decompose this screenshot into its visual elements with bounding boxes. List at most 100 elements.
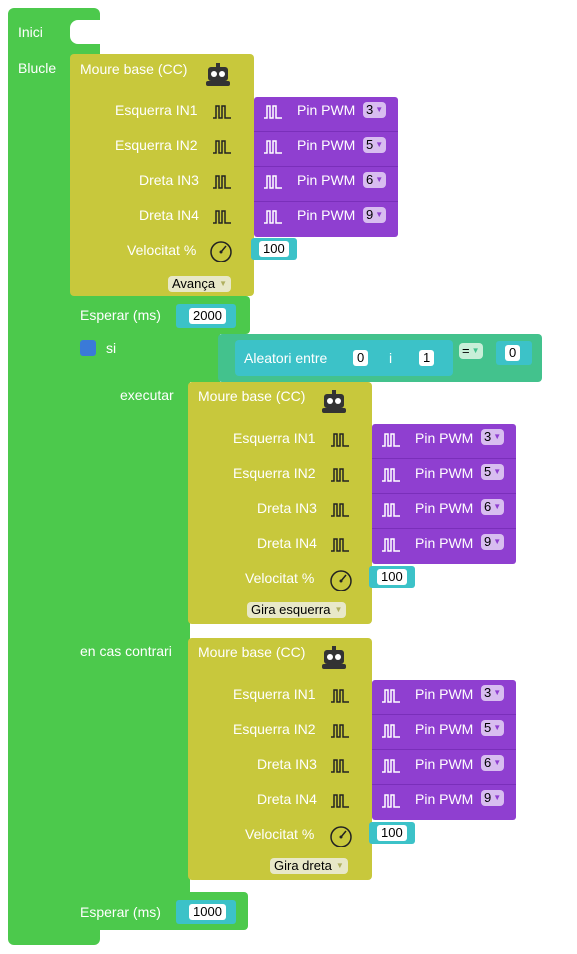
pin-dropdown[interactable]: 9▼ bbox=[481, 534, 505, 550]
input-label: Esquerra IN1 bbox=[233, 686, 316, 702]
pin-pwm-label: Pin PWM bbox=[415, 791, 474, 807]
pin-dropdown[interactable]: 5▼ bbox=[363, 137, 387, 153]
random-min[interactable]: 0 bbox=[353, 350, 369, 366]
pwm-signal-icon bbox=[331, 433, 349, 447]
input-label: Dreta IN3 bbox=[257, 756, 317, 772]
robot-icon bbox=[322, 390, 346, 413]
dropdown-arrow-icon: ▼ bbox=[375, 210, 384, 219]
input-label: Esquerra IN1 bbox=[115, 102, 198, 118]
pin-pwm-label: Pin PWM bbox=[415, 500, 474, 516]
random-label: Aleatori entre bbox=[244, 350, 328, 366]
speed-label: Velocitat % bbox=[245, 826, 315, 842]
pwm-signal-icon bbox=[382, 724, 400, 738]
move-base-block-3[interactable] bbox=[188, 638, 372, 880]
pwm-signal-icon bbox=[331, 759, 349, 773]
speed-value[interactable]: 100 bbox=[377, 569, 407, 585]
pin-dropdown[interactable]: 9▼ bbox=[363, 207, 387, 223]
pin-dropdown[interactable]: 6▼ bbox=[481, 499, 505, 515]
dropdown-arrow-icon: ▼ bbox=[493, 793, 502, 802]
pwm-signal-icon bbox=[382, 468, 400, 482]
input-label: Dreta IN3 bbox=[139, 172, 199, 188]
dropdown-arrow-icon: ▼ bbox=[493, 467, 502, 476]
dropdown-arrow-icon: ▼ bbox=[493, 688, 502, 697]
speed-value[interactable]: 100 bbox=[377, 825, 407, 841]
speed-label: Velocitat % bbox=[245, 570, 315, 586]
pwm-signal-icon bbox=[213, 210, 231, 224]
move-base-title: Moure base (CC) bbox=[80, 61, 188, 77]
input-label: Esquerra IN1 bbox=[233, 430, 316, 446]
input-label: Dreta IN4 bbox=[257, 791, 317, 807]
if-label: si bbox=[106, 340, 117, 356]
pwm-signal-icon bbox=[331, 468, 349, 482]
else-label: en cas contrari bbox=[80, 643, 172, 659]
robot-icon bbox=[206, 63, 230, 86]
input-label: Dreta IN4 bbox=[139, 207, 199, 223]
pwm-signal-icon bbox=[264, 175, 282, 189]
pin-pwm-label: Pin PWM bbox=[415, 465, 474, 481]
pwm-signal-icon bbox=[331, 689, 349, 703]
dropdown-arrow-icon: ▼ bbox=[335, 861, 344, 870]
pin-pwm-label: Pin PWM bbox=[415, 756, 474, 772]
dropdown-arrow-icon: ▼ bbox=[375, 175, 384, 184]
speedometer-icon bbox=[330, 826, 352, 847]
pin-pwm-label: Pin PWM bbox=[297, 172, 356, 188]
dropdown-arrow-icon: ▼ bbox=[493, 432, 502, 441]
pwm-signal-icon bbox=[213, 105, 231, 119]
dropdown-arrow-icon: ▼ bbox=[219, 279, 228, 288]
pin-pwm-label: Pin PWM bbox=[297, 102, 356, 118]
pwm-signal-icon bbox=[382, 759, 400, 773]
pin-pwm-label: Pin PWM bbox=[415, 430, 474, 446]
pin-dropdown[interactable]: 3▼ bbox=[481, 429, 505, 445]
pwm-signal-icon bbox=[331, 503, 349, 517]
direction-dropdown[interactable]: Avança▼ bbox=[168, 276, 232, 292]
wait-label: Esperar (ms) bbox=[80, 904, 161, 920]
pin-dropdown[interactable]: 6▼ bbox=[481, 755, 505, 771]
pin-pwm-label: Pin PWM bbox=[297, 207, 356, 223]
then-label: executar bbox=[120, 387, 174, 403]
dropdown-arrow-icon: ▼ bbox=[471, 346, 480, 355]
pwm-signal-icon bbox=[331, 724, 349, 738]
speedometer-icon bbox=[330, 570, 352, 591]
pin-dropdown[interactable]: 5▼ bbox=[481, 464, 505, 480]
dropdown-arrow-icon: ▼ bbox=[493, 723, 502, 732]
dropdown-arrow-icon: ▼ bbox=[375, 140, 384, 149]
dropdown-arrow-icon: ▼ bbox=[334, 605, 343, 614]
input-label: Dreta IN3 bbox=[257, 500, 317, 516]
input-label: Esquerra IN2 bbox=[115, 137, 198, 153]
direction-dropdown[interactable]: Gira dreta▼ bbox=[270, 858, 348, 874]
pin-dropdown[interactable]: 3▼ bbox=[481, 685, 505, 701]
dropdown-arrow-icon: ▼ bbox=[375, 105, 384, 114]
pwm-signal-icon bbox=[264, 140, 282, 154]
pin-dropdown[interactable]: 9▼ bbox=[481, 790, 505, 806]
pwm-signal-icon bbox=[382, 689, 400, 703]
pin-dropdown[interactable]: 3▼ bbox=[363, 102, 387, 118]
speedometer-icon bbox=[210, 241, 232, 262]
move-base-title: Moure base (CC) bbox=[198, 644, 306, 660]
pin-pwm-label: Pin PWM bbox=[297, 137, 356, 153]
gear-icon[interactable] bbox=[80, 340, 96, 356]
pin-dropdown[interactable]: 6▼ bbox=[363, 172, 387, 188]
pwm-signal-icon bbox=[331, 538, 349, 552]
random-max[interactable]: 1 bbox=[419, 350, 435, 366]
move-base-block-1[interactable] bbox=[70, 54, 254, 296]
dropdown-arrow-icon: ▼ bbox=[493, 502, 502, 511]
and-label: i bbox=[389, 350, 393, 366]
pin-dropdown[interactable]: 5▼ bbox=[481, 720, 505, 736]
operator-dropdown[interactable]: =▼ bbox=[459, 343, 483, 359]
pwm-signal-icon bbox=[382, 503, 400, 517]
move-base-title: Moure base (CC) bbox=[198, 388, 306, 404]
wait-value[interactable]: 1000 bbox=[189, 904, 226, 920]
random-block[interactable] bbox=[235, 340, 453, 376]
compare-value[interactable]: 0 bbox=[505, 345, 521, 361]
input-label: Dreta IN4 bbox=[257, 535, 317, 551]
start-label: Inici bbox=[18, 24, 43, 40]
pwm-signal-icon bbox=[213, 175, 231, 189]
speed-label: Velocitat % bbox=[127, 242, 197, 258]
direction-dropdown[interactable]: Gira esquerra▼ bbox=[247, 602, 347, 618]
move-base-block-2[interactable] bbox=[188, 382, 372, 624]
input-label: Esquerra IN2 bbox=[233, 721, 316, 737]
pwm-signal-icon bbox=[382, 538, 400, 552]
pin-pwm-label: Pin PWM bbox=[415, 535, 474, 551]
speed-value[interactable]: 100 bbox=[259, 241, 289, 257]
wait-value[interactable]: 2000 bbox=[189, 308, 226, 324]
